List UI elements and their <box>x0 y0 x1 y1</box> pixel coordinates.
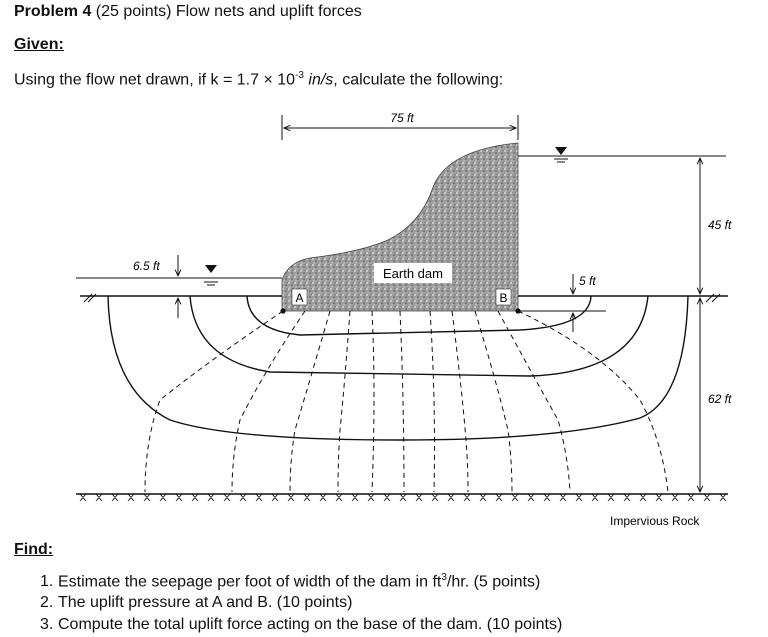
dim-5-label: 5 ft <box>579 274 596 288</box>
problem-title: Problem 4 (25 points) Flow nets and upli… <box>14 3 362 21</box>
equipotential-line-11 <box>517 310 669 493</box>
dim-45-label: 45 ft <box>708 218 732 232</box>
equipotential-line-2 <box>231 310 306 493</box>
find-heading: Find: <box>14 541 54 558</box>
task-number: 1. <box>40 573 54 591</box>
ground-hatch-right <box>705 293 715 303</box>
equipotential-lines <box>144 310 669 493</box>
dam-label-box <box>374 263 452 283</box>
point-b-box <box>495 288 512 306</box>
headwater-symbol-icon <box>554 147 568 163</box>
equipotential-line-5 <box>371 310 375 493</box>
problem-subtitle: (25 points) Flow nets and uplift forces <box>91 3 362 20</box>
equipotential-line-3 <box>289 310 331 493</box>
ground-hatch-right-2 <box>711 293 721 303</box>
equipotential-line-1 <box>144 310 284 493</box>
task-exponent: 3 <box>441 572 447 583</box>
task-tail: /hr. (5 points) <box>446 573 541 591</box>
earth-dam-body <box>281 142 519 312</box>
dam-label: Earth dam <box>383 266 443 281</box>
equipotential-line-9 <box>474 310 513 493</box>
equipotential-line-4 <box>337 310 351 493</box>
flow-line-3 <box>107 295 689 441</box>
dim-6.5-label: 6.5 ft <box>133 259 160 273</box>
task-item-1: 1.Estimate the seepage per foot of width… <box>40 572 540 591</box>
equipotential-line-7 <box>429 310 435 493</box>
impervious-rock-hatch <box>79 493 727 502</box>
flow-line-1 <box>246 295 592 336</box>
intro-statement: Using the flow net drawn, if k = 1.7 × 1… <box>14 70 503 89</box>
dim-62-label: 62 ft <box>708 392 732 406</box>
ground-hatch-left-2 <box>87 293 97 303</box>
task-number: 3. <box>40 616 54 633</box>
intro-units: in/s <box>303 71 334 89</box>
point-a-box <box>291 288 308 306</box>
equipotential-line-10 <box>497 310 571 493</box>
tailwater-symbol-icon <box>204 265 218 286</box>
intro-tail: , calculate the following: <box>333 71 504 89</box>
task-item-3: 3.Compute the total uplift force acting … <box>40 616 562 634</box>
task-text: The uplift pressure at A and B. (10 poin… <box>58 594 353 611</box>
equipotential-line-6 <box>399 310 405 493</box>
flow-net-figure: Earth dam A B 75 ft 45 ft 62 ft 6.5 ft 5… <box>76 111 732 528</box>
task-text: Estimate the seepage per foot of width o… <box>58 573 442 591</box>
equipotential-line-8 <box>451 310 469 493</box>
given-heading: Given: <box>14 36 64 53</box>
point-b-label: B <box>499 291 507 305</box>
intro-exponent: -3 <box>295 70 304 81</box>
intro-text: Using the flow net drawn, if k = 1.7 × 1… <box>14 71 296 89</box>
ground-hatch-left <box>83 293 93 303</box>
impervious-rock-label: Impervious Rock <box>610 514 700 528</box>
task-item-2: 2.The uplift pressure at A and B. (10 po… <box>40 594 352 612</box>
flow-line-2 <box>189 295 649 377</box>
task-number: 2. <box>40 594 54 611</box>
problem-label: Problem 4 <box>14 3 92 20</box>
point-a-label: A <box>295 291 303 305</box>
dim-top-label: 75 ft <box>390 111 414 125</box>
task-text: Compute the total uplift force acting on… <box>58 616 563 633</box>
